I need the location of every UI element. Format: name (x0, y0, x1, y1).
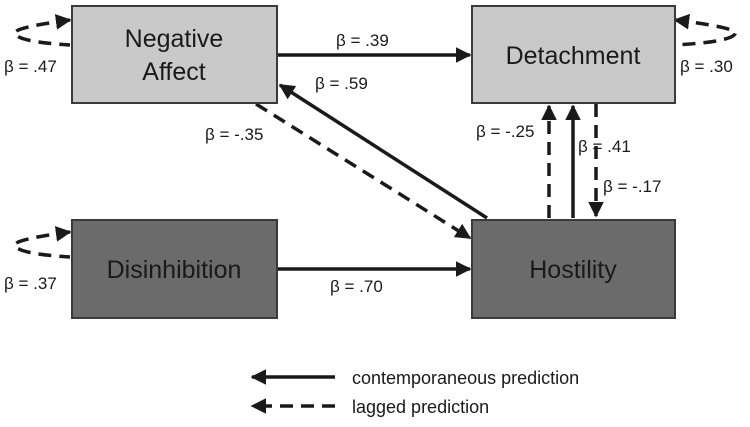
legend: contemporaneous prediction lagged predic… (250, 368, 579, 417)
node-negative-affect: Negative Affect (71, 5, 278, 104)
beta-hostility-to-detachment: β = .41 (578, 137, 631, 156)
node-detachment: Detachment (471, 5, 676, 104)
beta-hostility-to-detachment-lagged: β = -.25 (476, 122, 534, 141)
beta-negative-affect-to-hostility-lagged: β = -.35 (205, 125, 263, 144)
node-negative-affect-line1: Negative (125, 25, 224, 53)
detachment-self-loop (673, 13, 737, 47)
beta-detachment-self: β = .30 (680, 57, 733, 76)
beta-negative-affect-self: β = .47 (4, 57, 57, 76)
beta-disinhibition-to-hostility: β = .70 (330, 277, 383, 296)
node-disinhibition-label: Disinhibition (107, 256, 242, 284)
disinhibition-self-loop (12, 226, 72, 259)
negative-affect-self-loop (12, 14, 72, 47)
node-detachment-label: Detachment (506, 42, 641, 70)
node-hostility-label: Hostility (529, 256, 617, 284)
legend-solid-label: contemporaneous prediction (352, 368, 579, 388)
beta-negative-affect-to-detachment: β = .39 (336, 31, 389, 50)
arrow-negative-affect-to-hostility-lagged (255, 102, 472, 240)
node-disinhibition: Disinhibition (71, 219, 278, 319)
arrow-hostility-to-negative-affect (278, 83, 488, 220)
legend-dashed-label: lagged prediction (352, 397, 489, 417)
beta-disinhibition-self: β = .37 (4, 274, 57, 293)
node-negative-affect-line2: Affect (142, 58, 206, 86)
beta-hostility-to-negative-affect: β = .59 (315, 74, 368, 93)
beta-detachment-to-hostility-lagged: β = -.17 (603, 177, 661, 196)
node-hostility: Hostility (471, 219, 676, 319)
